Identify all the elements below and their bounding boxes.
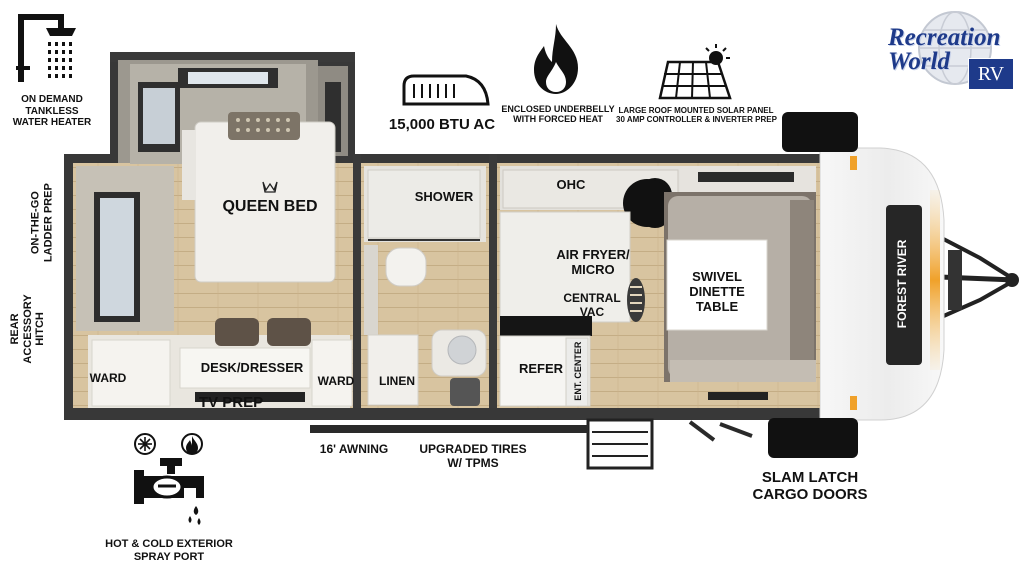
dinette-label: SWIVEL DINETTE TABLE — [689, 269, 745, 314]
ac-label: 15,000 BTU AC — [388, 116, 496, 133]
footprint-icon — [627, 278, 645, 322]
awning-rail — [310, 425, 588, 433]
solar-panel-icon — [658, 44, 732, 100]
shower-label: SHOWER — [414, 189, 474, 204]
ward-right-label: WARD — [317, 374, 355, 388]
front-cap — [819, 147, 945, 421]
ent-center-label: ENT. CENTER — [572, 341, 583, 401]
hitch-label: REAR ACCESSORY HITCH — [9, 294, 47, 364]
awning-label: 16' AWNING — [319, 442, 389, 456]
desk-label: DESK/DRESSER — [200, 360, 304, 375]
coach-brand: FOREST RIVER — [895, 239, 910, 329]
central-vac-label: CENTRAL VAC — [563, 291, 621, 319]
tire-marks — [688, 420, 753, 442]
water-heater-label: ON DEMAND TANKLESS WATER HEATER — [12, 94, 92, 128]
refer-label: REFER — [518, 361, 564, 376]
cargo-door-blocks — [768, 112, 858, 458]
ohc-label: OHC — [556, 177, 586, 192]
ac-unit-icon — [402, 74, 490, 106]
shower-head-icon — [16, 14, 76, 82]
logo-line-2: World — [888, 47, 951, 75]
ladder-label: ON-THE-GO LADDER PREP — [29, 183, 54, 263]
flame-small-icon — [186, 436, 198, 454]
bedroom — [73, 60, 353, 408]
living-area — [497, 163, 820, 408]
faucet-icon — [134, 458, 204, 525]
underbelly-label: ENCLOSED UNDERBELLY WITH FORCED HEAT — [501, 104, 615, 125]
air-fryer-label: AIR FRYER/ MICRO — [556, 247, 630, 277]
spray-port-label: HOT & COLD EXTERIOR SPRAY PORT — [105, 538, 233, 563]
snowflake-icon — [138, 437, 152, 451]
cargo-doors-label: SLAM LATCH CARGO DOORS — [752, 469, 868, 504]
solar-label: LARGE ROOF MOUNTED SOLAR PANEL 30 AMP CO… — [616, 106, 777, 125]
logo-line-1: Recreation — [888, 24, 1001, 51]
crown-icon — [262, 181, 278, 193]
flame-icon — [534, 24, 578, 94]
ward-left-label: WARD — [89, 371, 127, 385]
logo-wordmark: Recreation World — [888, 24, 1001, 75]
tv-prep-label: TV PREP — [198, 394, 264, 411]
linen-label: LINEN — [379, 374, 415, 388]
bathroom — [361, 163, 489, 408]
tires-label: UPGRADED TIRES W/ TPMS — [419, 442, 527, 470]
entry-steps — [586, 418, 654, 470]
logo-rv-badge: RV — [968, 58, 1014, 90]
spray-port-icons — [134, 433, 204, 525]
queen-bed-label: QUEEN BED — [222, 198, 318, 215]
